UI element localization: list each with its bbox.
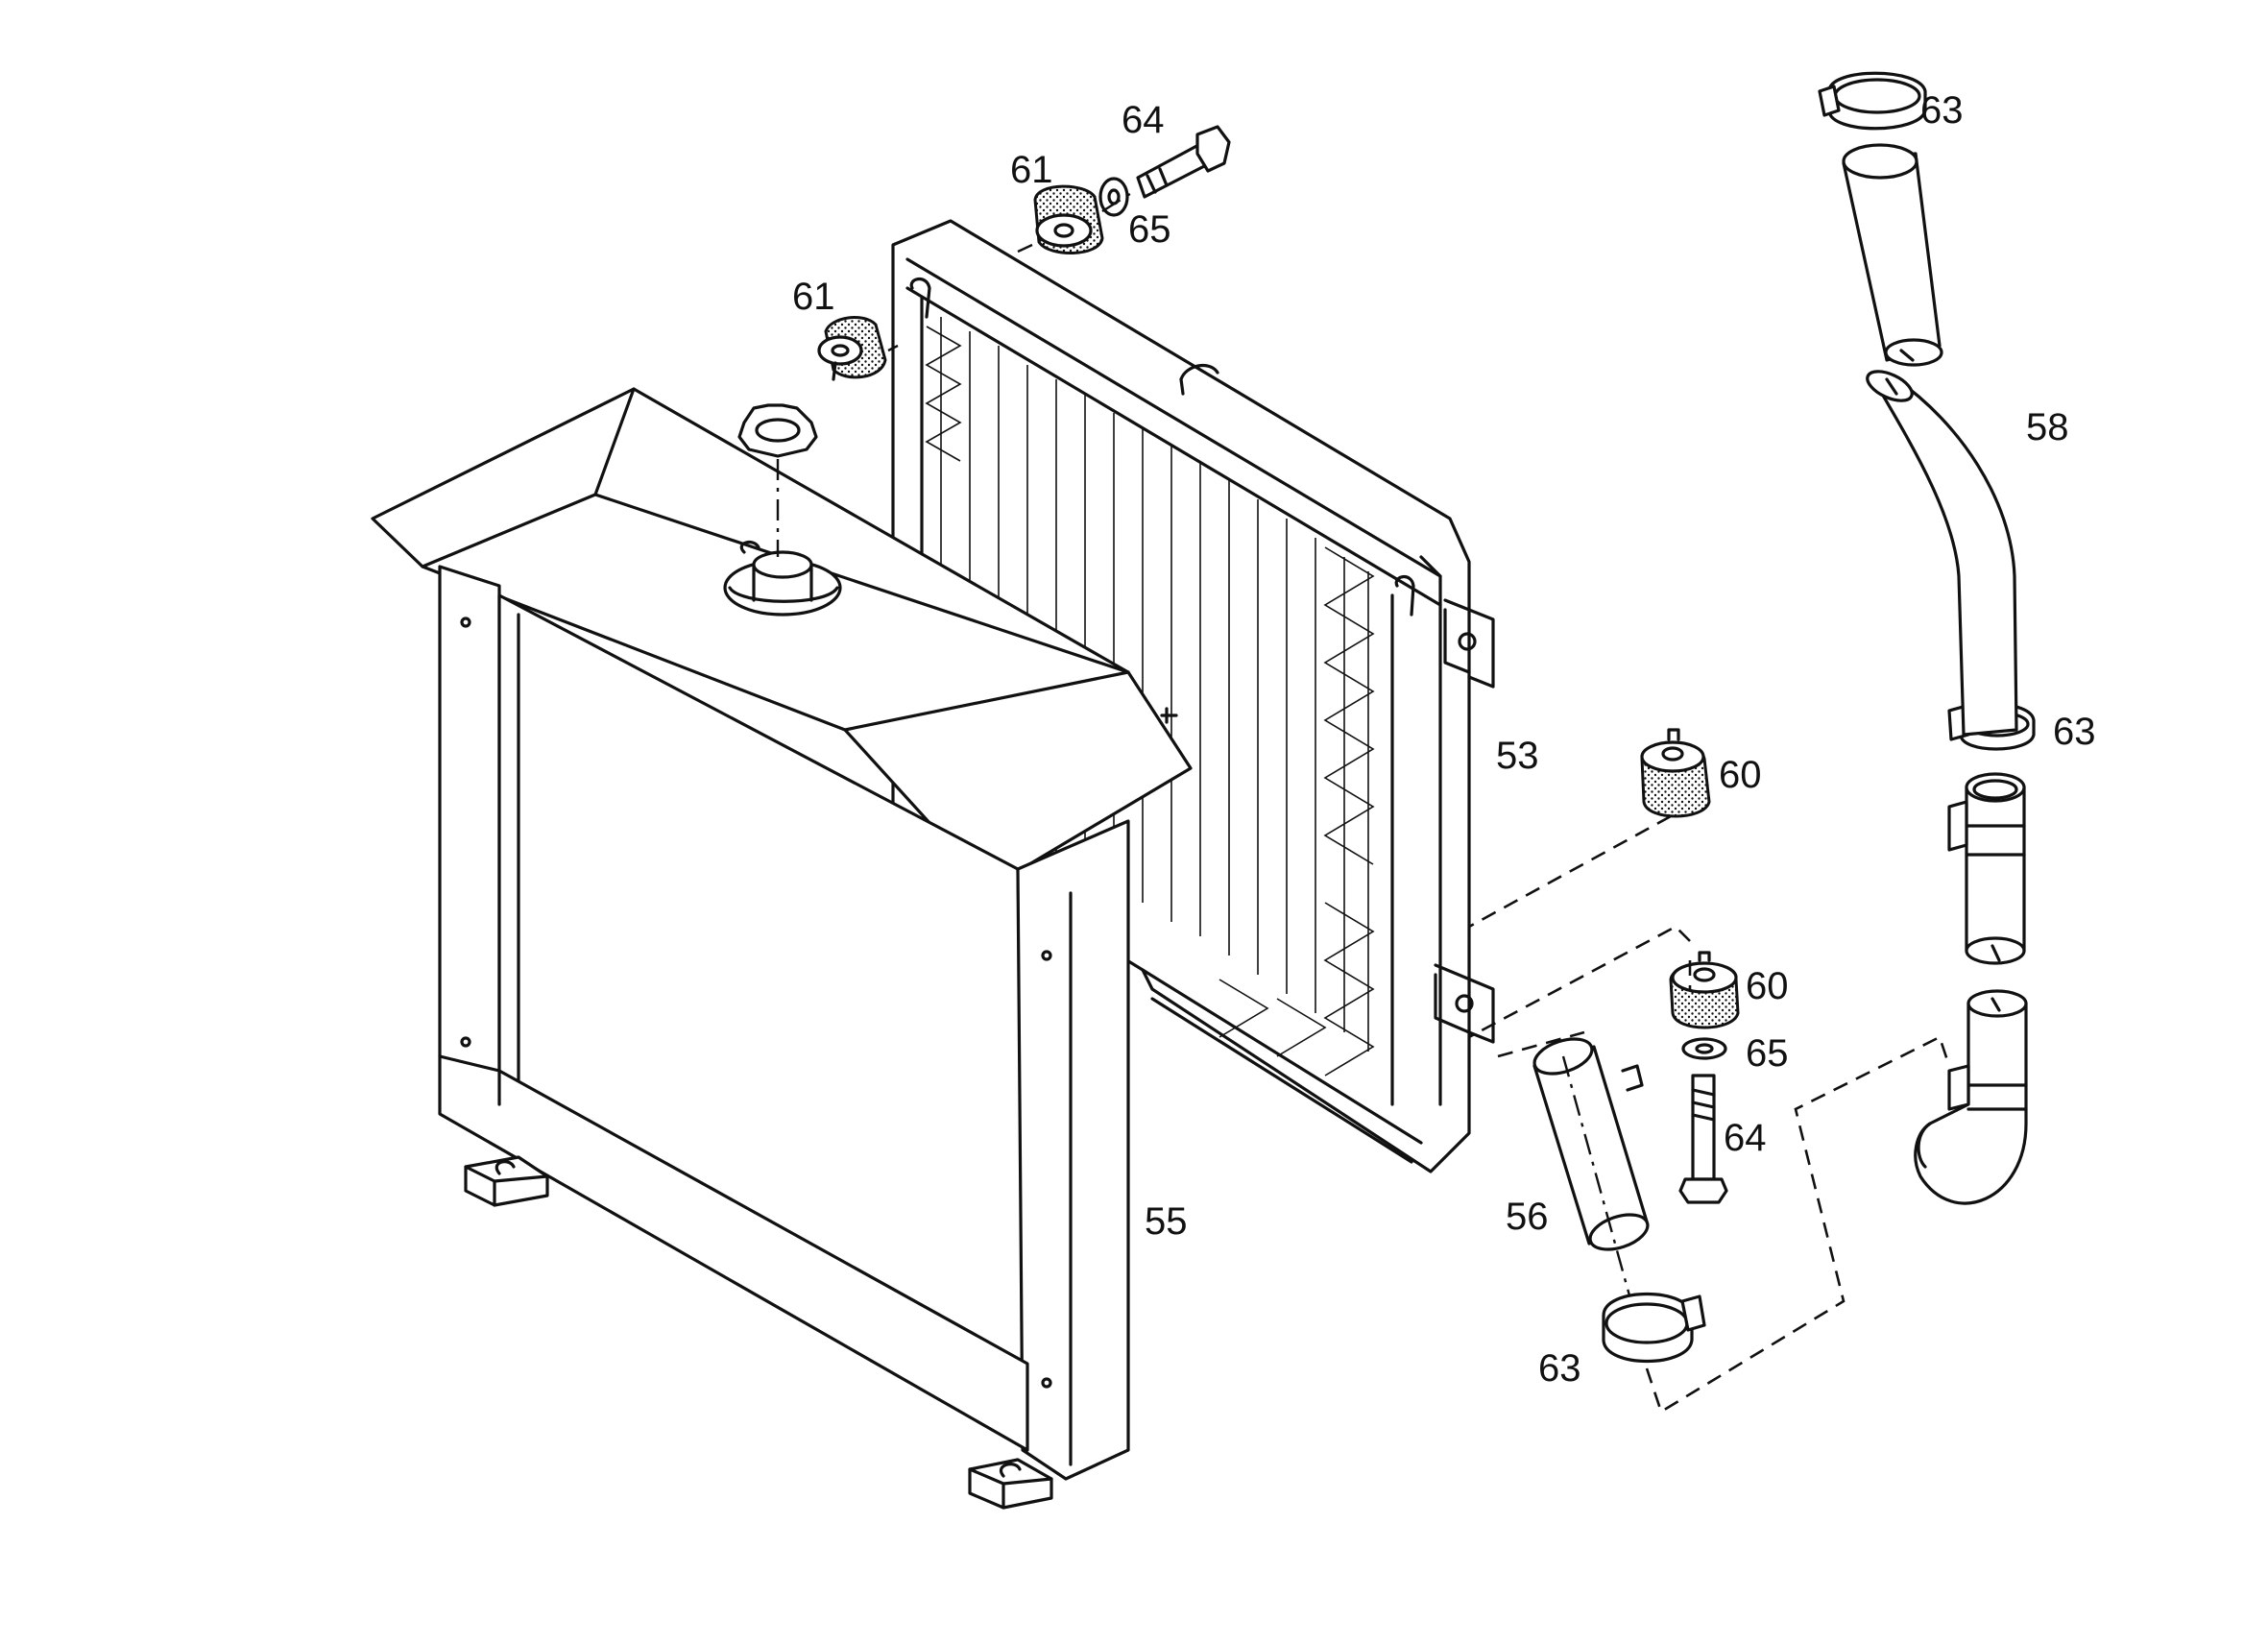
rubber-mount-61-lower bbox=[817, 316, 899, 381]
hose-clamp-63-bottom bbox=[1602, 1293, 1706, 1363]
hose-clamp-63-top bbox=[1818, 71, 1927, 131]
rubber-mount-60-lower bbox=[1669, 951, 1740, 1029]
callout-60-upper: 60 bbox=[1719, 754, 1762, 796]
hose-58 bbox=[1866, 370, 2018, 737]
radiator-fins bbox=[925, 317, 1375, 1077]
radiator-cap bbox=[737, 403, 818, 557]
callout-63-bottom: 63 bbox=[1538, 1347, 1581, 1390]
hose-58-upper-segment bbox=[1842, 143, 1943, 367]
callout-60-lower: 60 bbox=[1746, 965, 1789, 1007]
callout-63-top: 63 bbox=[1920, 89, 1964, 132]
washer-65-lower bbox=[1681, 1037, 1727, 1060]
callout-56: 56 bbox=[1506, 1196, 1549, 1238]
coolant-pipe-elbow bbox=[1914, 989, 2028, 1205]
callout-65-lower: 65 bbox=[1746, 1032, 1789, 1075]
callout-labels: 53 55 56 58 60 60 61 61 63 63 63 64 64 6… bbox=[792, 89, 2096, 1390]
filler-neck bbox=[723, 540, 842, 617]
callout-65-upper: 65 bbox=[1128, 208, 1171, 251]
callout-58: 58 bbox=[2026, 406, 2069, 448]
callout-61-upper: 61 bbox=[1010, 149, 1053, 191]
leader-lines bbox=[1467, 814, 1951, 1414]
hose-56 bbox=[1532, 1037, 1650, 1307]
callout-55: 55 bbox=[1145, 1200, 1188, 1243]
bolt-64-lower bbox=[1678, 1074, 1728, 1204]
callout-64-lower: 64 bbox=[1724, 1117, 1767, 1159]
callout-63-middle: 63 bbox=[2053, 711, 2096, 753]
rubber-mount-60-upper bbox=[1640, 728, 1711, 818]
washer-65-upper bbox=[1098, 177, 1129, 217]
callout-61-lower: 61 bbox=[792, 276, 835, 318]
radiator-shroud bbox=[371, 387, 1193, 1510]
bolt-64-upper bbox=[1136, 125, 1231, 199]
callout-64-upper: 64 bbox=[1122, 99, 1165, 141]
rubber-mount-61-upper bbox=[1017, 184, 1104, 254]
callout-53: 53 bbox=[1496, 735, 1539, 777]
axis-line-upper bbox=[1101, 190, 1134, 213]
coolant-pipe-upper bbox=[1947, 772, 2026, 965]
